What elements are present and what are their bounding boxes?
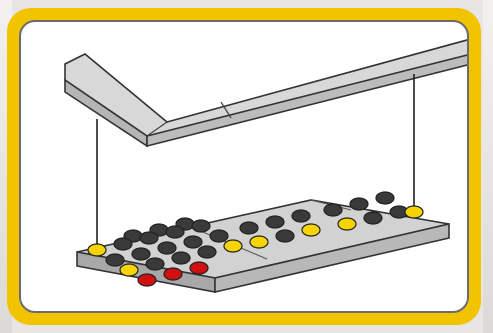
build-step-illustration xyxy=(21,22,469,313)
background-right-strip xyxy=(483,0,493,333)
instruction-panel xyxy=(19,20,469,313)
l-shaped-beam xyxy=(65,40,469,146)
instruction-frame xyxy=(7,8,481,325)
